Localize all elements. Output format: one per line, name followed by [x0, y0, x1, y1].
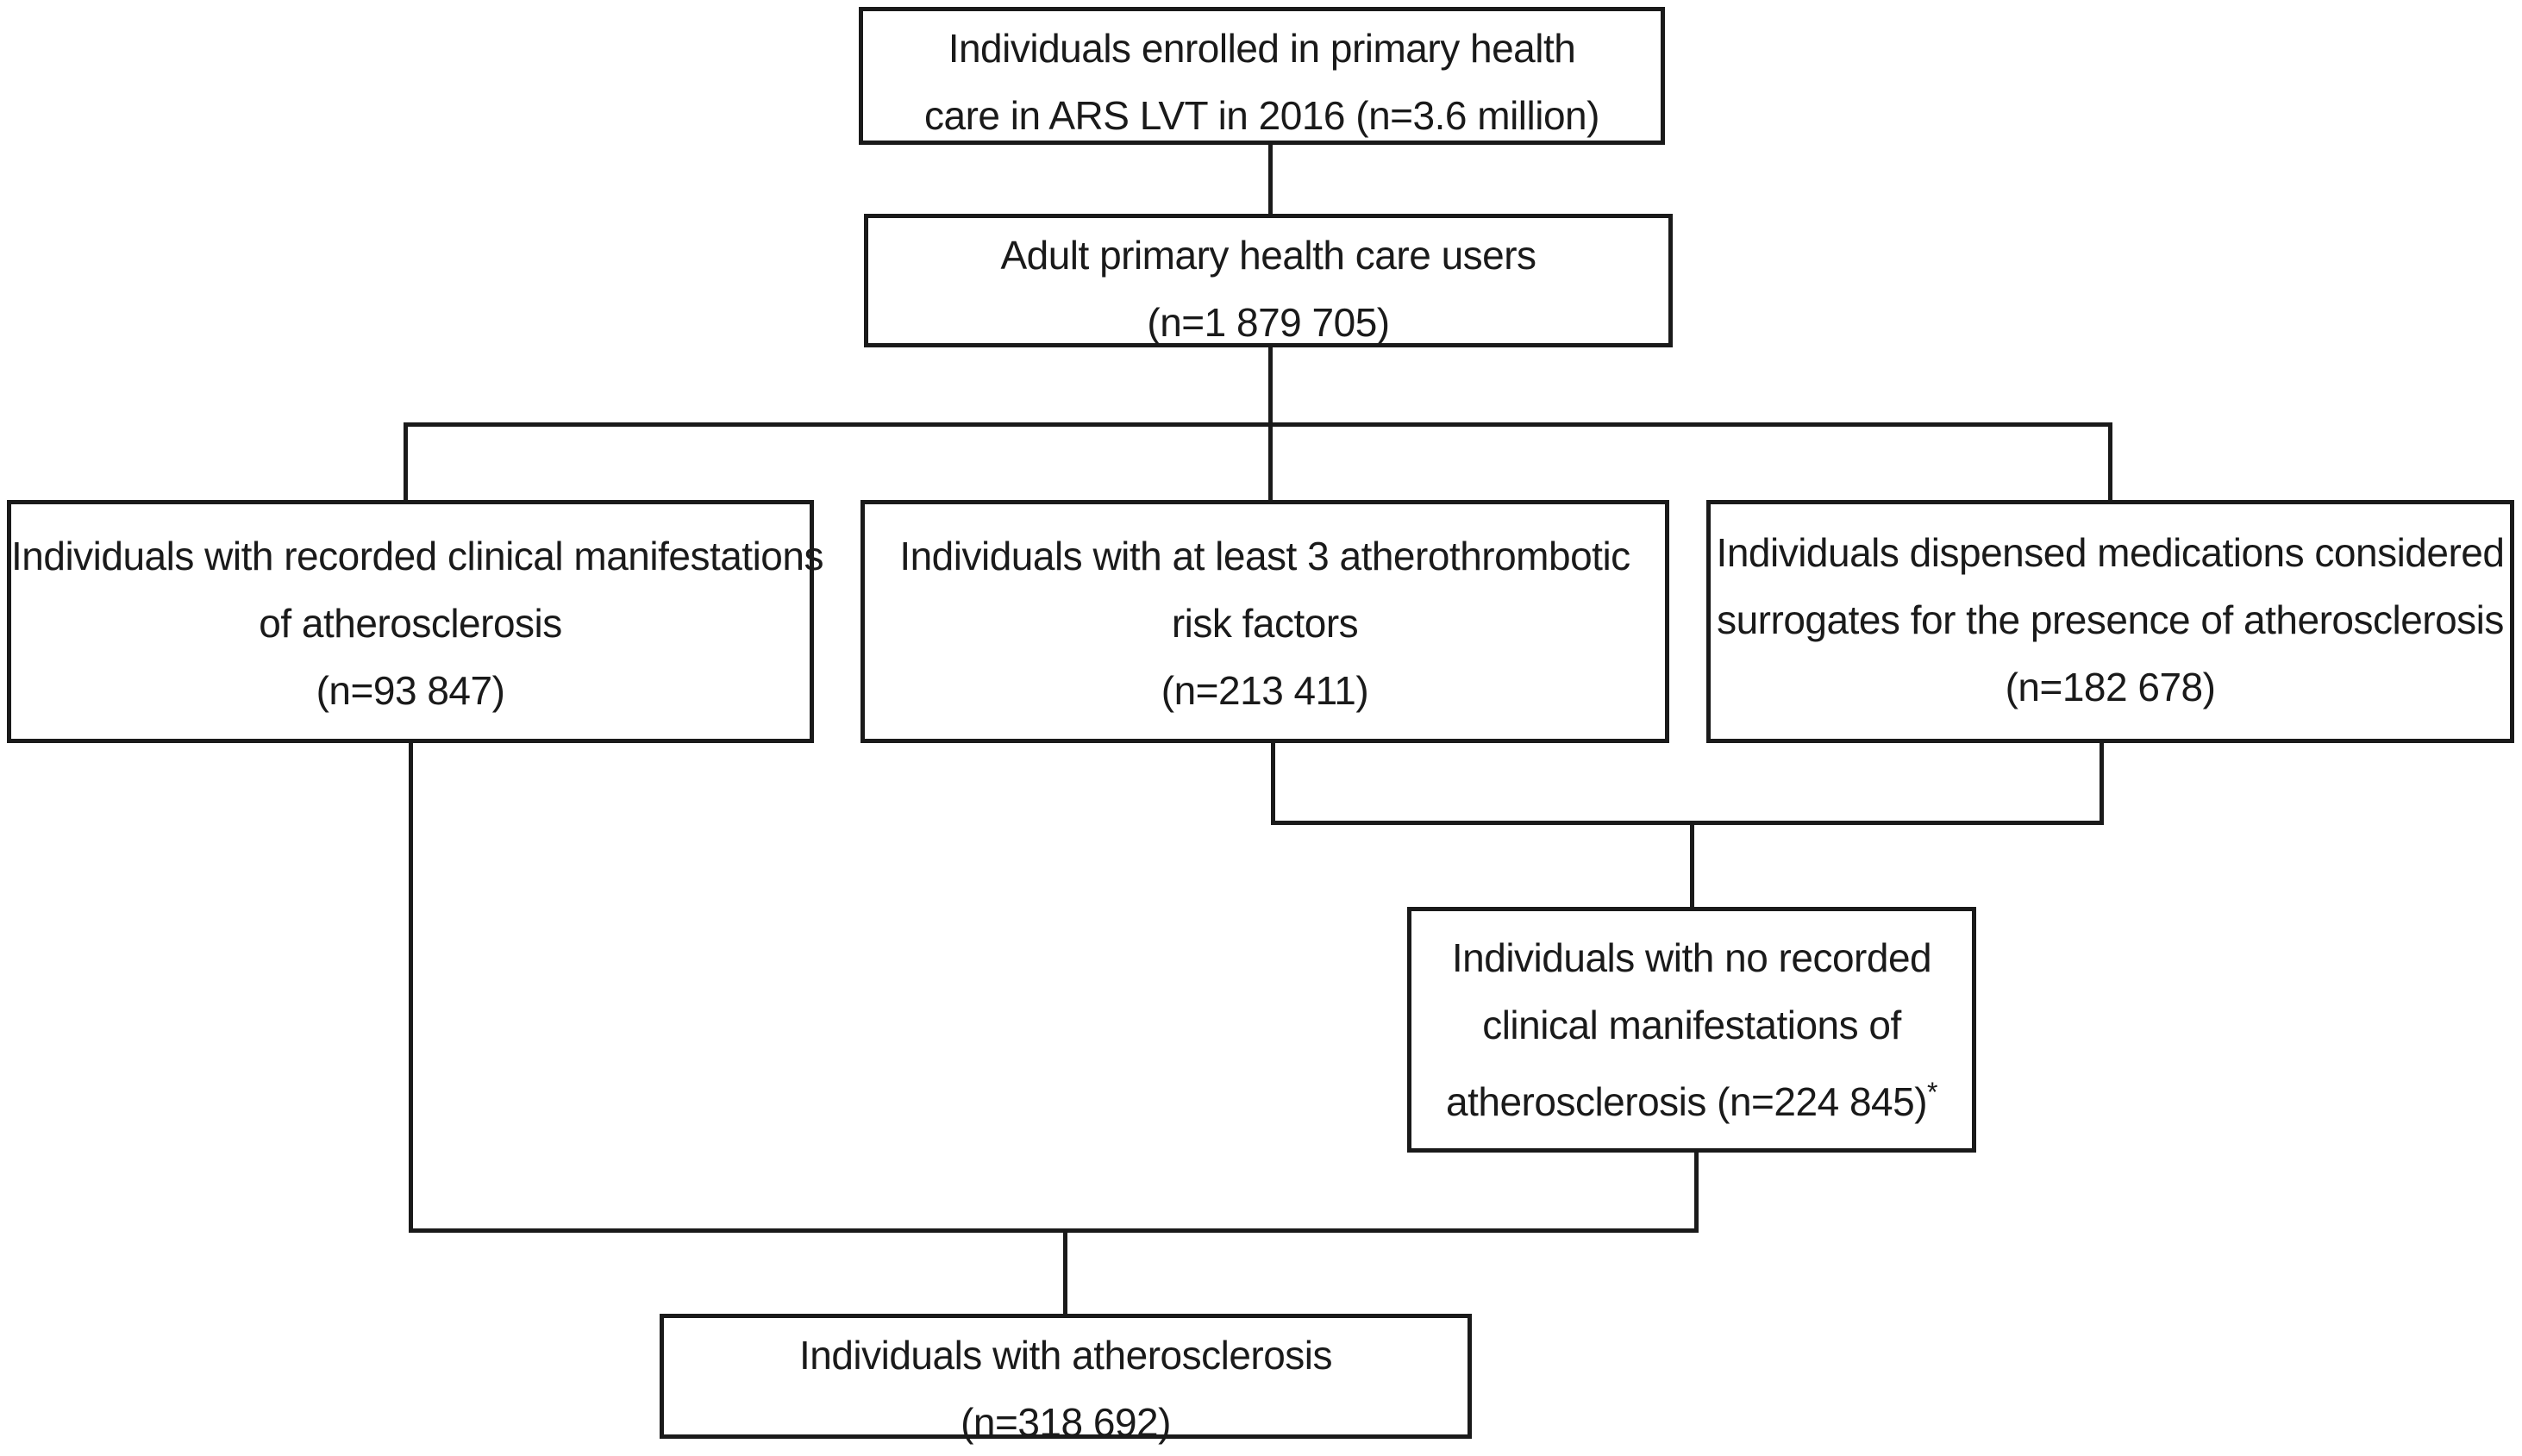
medications-box: Individuals dispensed medications consid… [1706, 500, 2514, 743]
connector-merge-horizontal [1271, 821, 2104, 825]
connector-branch-to-meds [2108, 422, 2112, 500]
meds-line-2: surrogates for the presence of atheroscl… [1717, 597, 2504, 642]
connector-noclinical-down [1694, 1153, 1699, 1233]
enrolled-individuals-box: Individuals enrolled in primary health c… [859, 7, 1665, 145]
connector-adult-down [1268, 347, 1273, 425]
adult-line-2: (n=1 879 705) [1147, 300, 1390, 345]
connector-enrolled-to-adult [1268, 145, 1273, 214]
connector-final-to-atherosclerosis [1063, 1228, 1067, 1314]
connector-risk-down [1271, 743, 1275, 825]
atherosclerosis-box: Individuals with atherosclerosis (n=318 … [660, 1314, 1472, 1445]
clinical-manifestations-box: Individuals with recorded clinical manif… [7, 500, 823, 743]
no-clinical-manifestations-box: Individuals with no recorded clinical ma… [1407, 907, 1976, 1153]
connector-branch-horizontal [404, 422, 2112, 427]
enrolled-line-2: care in ARS LVT in 2016 (n=3.6 million) [924, 93, 1599, 138]
noclinical-line-1: Individuals with no recorded [1451, 935, 1932, 980]
meds-line-1: Individuals dispensed medications consid… [1716, 530, 2505, 575]
connector-merge-to-noclinical [1690, 821, 1694, 907]
atherosclerosis-line-2: (n=318 692) [961, 1400, 1171, 1445]
risk-line-1: Individuals with at least 3 atherothromb… [899, 534, 1630, 578]
connector-branch-to-risk [1268, 422, 1273, 500]
noclinical-line-2: clinical manifestations of [1482, 1003, 1901, 1047]
adult-line-1: Adult primary health care users [1000, 233, 1536, 278]
clinical-line-1: Individuals with recorded clinical manif… [11, 534, 823, 578]
meds-line-3: (n=182 678) [2005, 665, 2216, 709]
noclinical-line-3: atherosclerosis (n=224 845) [1446, 1079, 1928, 1124]
connector-branch-to-clinical [404, 422, 408, 500]
enrolled-line-1: Individuals enrolled in primary health [948, 26, 1576, 71]
risk-line-3: (n=213 411) [1161, 668, 1369, 713]
atherosclerosis-line-1: Individuals with atherosclerosis [798, 1333, 1333, 1378]
clinical-line-2: of atherosclerosis [259, 601, 562, 646]
connector-meds-down [2100, 743, 2104, 825]
adult-users-box: Adult primary health care users (n=1 879… [864, 214, 1673, 347]
connector-final-horizontal [409, 1228, 1699, 1233]
clinical-line-3: (n=93 847) [316, 668, 505, 713]
risk-factors-box: Individuals with at least 3 atherothromb… [860, 500, 1669, 743]
risk-line-2: risk factors [1171, 601, 1359, 646]
connector-clinical-down [409, 743, 413, 1233]
noclinical-line-3-wrap: atherosclerosis (n=224 845)* [1411, 1059, 1972, 1135]
footnote-asterisk: * [1927, 1077, 1937, 1108]
